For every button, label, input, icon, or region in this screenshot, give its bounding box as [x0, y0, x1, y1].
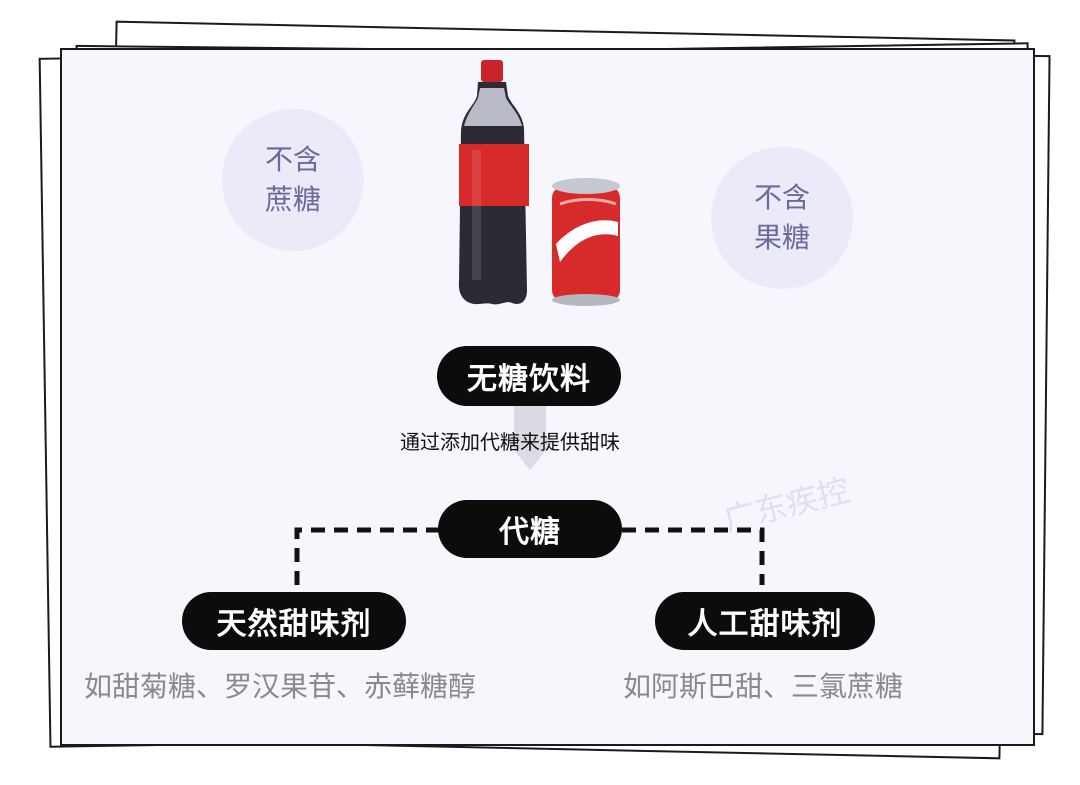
no-sucrose-bubble: 不含 蔗糖: [222, 109, 364, 251]
sugar-free-drink-node: 无糖饮料: [437, 346, 621, 406]
cola-can-icon: [552, 178, 620, 306]
natural-sweetener-examples: 如甜菊糖、罗汉果苷、赤藓糖醇: [84, 670, 477, 703]
no-fructose-bubble: 不含 果糖: [711, 147, 853, 289]
connector-left: [294, 527, 440, 585]
artificial-sweetener-node: 人工甜味剂: [655, 592, 875, 650]
bubble-right-line2: 果糖: [753, 221, 810, 254]
bubble-left-line2: 蔗糖: [264, 183, 321, 216]
down-arrow-icon: [504, 405, 556, 470]
bubble-right-line1: 不含: [753, 181, 810, 214]
cola-bottle-icon: [458, 60, 529, 305]
bubble-left-line1: 不含: [264, 143, 321, 176]
sweetener-caption: 通过添加代糖来提供甜味: [400, 430, 620, 454]
sugar-substitute-node: 代糖: [438, 500, 622, 558]
natural-sweetener-node: 天然甜味剂: [182, 592, 406, 650]
artificial-sweetener-examples: 如阿斯巴甜、三氯蔗糖: [623, 670, 904, 703]
connector-right: [622, 527, 765, 585]
